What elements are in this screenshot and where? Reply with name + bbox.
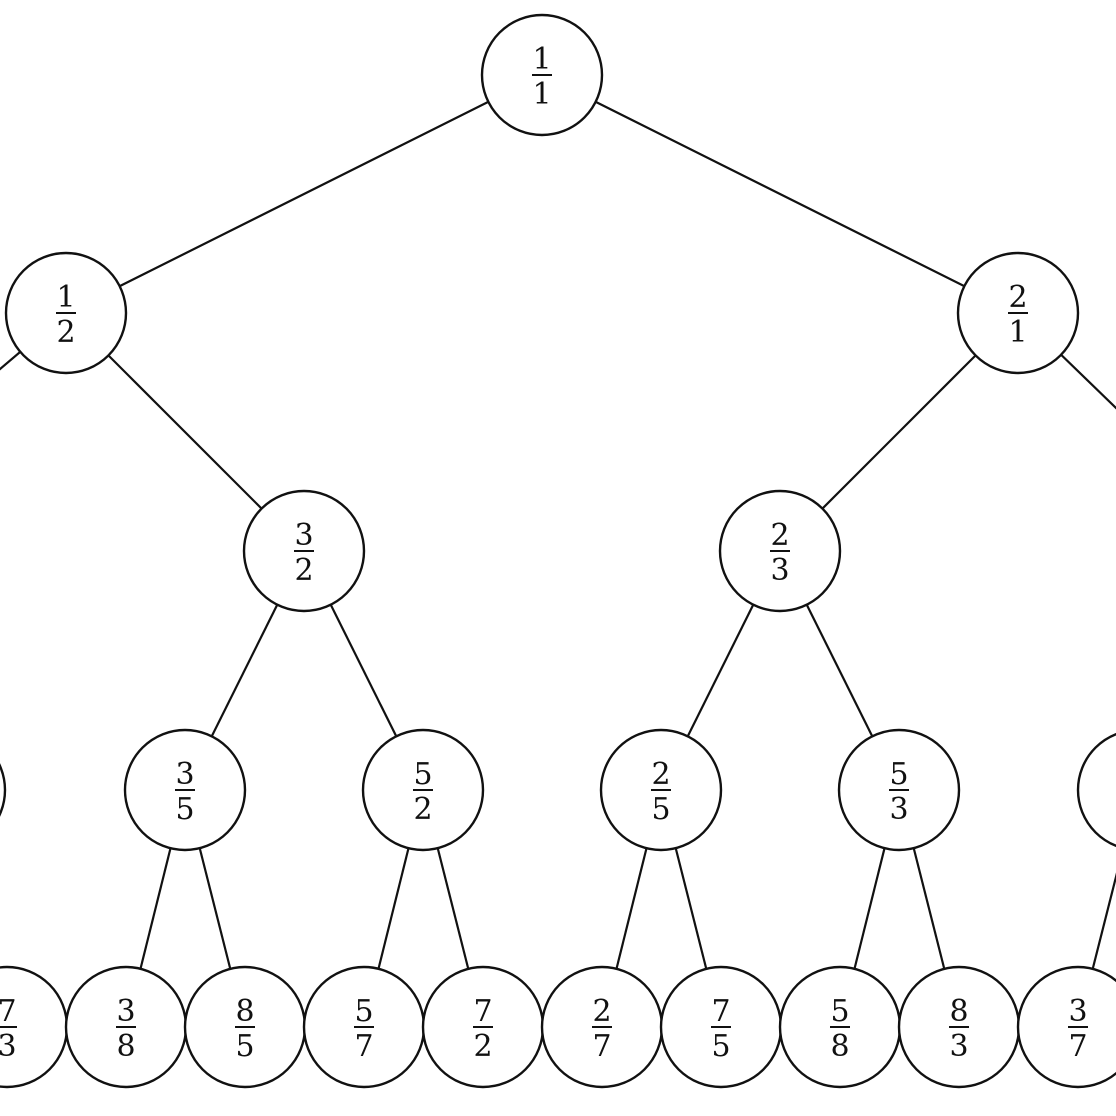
tree-node-l4_4: 72 — [421, 965, 545, 1089]
fraction-numerator: 2 — [1008, 280, 1027, 315]
edge-r-rr — [541, 74, 1019, 314]
fraction-denominator: 2 — [56, 315, 75, 350]
fraction-denominator: 7 — [354, 1029, 373, 1064]
fraction-numerator: 1 — [56, 280, 75, 315]
fraction-numerator: 7 — [473, 994, 492, 1029]
fraction-denominator: 8 — [830, 1029, 849, 1064]
tree-node-l4_6: 75 — [659, 965, 783, 1089]
tree-node-l4_9: 37 — [1016, 965, 1116, 1089]
fraction-denominator: 1 — [1008, 315, 1027, 350]
fraction-denominator: 1 — [532, 77, 551, 112]
fraction-denominator: 3 — [949, 1029, 968, 1064]
tree-node-r: 11 — [480, 13, 604, 137]
fraction-denominator: 5 — [235, 1029, 254, 1064]
node-circle — [1076, 732, 1116, 848]
edge-r-l — [65, 74, 543, 314]
tree-node-l4_2: 85 — [183, 965, 307, 1089]
fraction-denominator: 2 — [473, 1029, 492, 1064]
node-circle — [1016, 965, 1116, 1089]
fraction-denominator: 3 — [770, 553, 789, 588]
tree-node-l3a: 35 — [123, 728, 247, 852]
node-circle — [0, 763, 7, 817]
fraction-denominator: 2 — [413, 792, 432, 827]
fraction-numerator: 8 — [949, 994, 968, 1029]
tree-node-l: 12 — [4, 251, 128, 375]
fraction-numerator: 5 — [354, 994, 373, 1029]
fraction-numerator: 5 — [830, 994, 849, 1029]
fraction-numerator: 7 — [0, 994, 17, 1029]
fraction-denominator: 8 — [116, 1029, 135, 1064]
fraction-denominator: 2 — [294, 553, 313, 588]
fraction-denominator: 7 — [592, 1029, 611, 1064]
fraction-numerator: 8 — [235, 994, 254, 1029]
fraction-denominator: 5 — [651, 792, 670, 827]
fraction-numerator: 5 — [889, 757, 908, 792]
tree-node-l4_5: 27 — [540, 965, 664, 1089]
tree-edges — [0, 74, 1116, 1028]
tree-node-l3c: 25 — [599, 728, 723, 852]
tree-node-rr: 21 — [956, 251, 1080, 375]
tree-node-l4_0: 73 — [0, 965, 69, 1089]
tree-node-l4_8: 83 — [897, 965, 1021, 1089]
fraction-denominator: 7 — [1068, 1029, 1087, 1064]
tree-node-l2r: 32 — [242, 489, 366, 613]
tree-node-l3l — [0, 763, 7, 817]
tree-node-r2l: 23 — [718, 489, 842, 613]
fraction-denominator: 5 — [711, 1029, 730, 1064]
tree-node-l3r — [1076, 732, 1116, 848]
fraction-denominator: 3 — [889, 792, 908, 827]
fraction-numerator: 3 — [1068, 994, 1087, 1029]
fraction-numerator: 5 — [413, 757, 432, 792]
fraction-denominator: 5 — [175, 792, 194, 827]
tree-node-l3b: 52 — [361, 728, 485, 852]
tree-node-l4_3: 57 — [302, 965, 426, 1089]
fraction-numerator: 2 — [651, 757, 670, 792]
tree-node-l3d: 53 — [837, 728, 961, 852]
fraction-numerator: 3 — [175, 757, 194, 792]
fraction-numerator: 3 — [294, 518, 313, 553]
fraction-numerator: 2 — [770, 518, 789, 553]
fraction-numerator: 7 — [711, 994, 730, 1029]
fraction-numerator: 1 — [532, 42, 551, 77]
fraction-numerator: 3 — [116, 994, 135, 1029]
tree-node-l4_7: 58 — [778, 965, 902, 1089]
fraction-numerator: 2 — [592, 994, 611, 1029]
fraction-denominator: 3 — [0, 1029, 17, 1064]
tree-node-l4_1: 38 — [64, 965, 188, 1089]
